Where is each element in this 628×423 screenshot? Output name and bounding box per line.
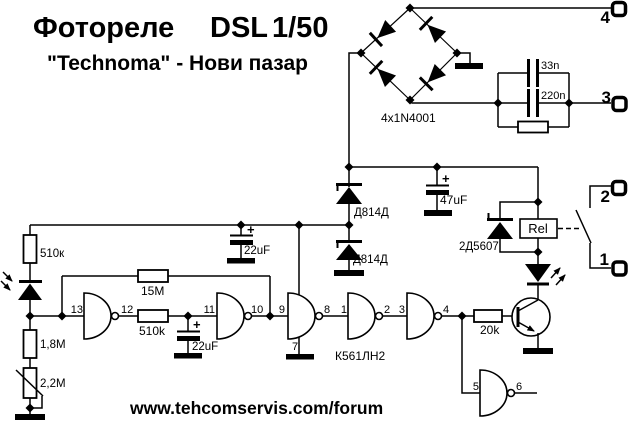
resistor-1m8-label: 1,8М xyxy=(40,339,66,351)
cap-47uf-label: 47uF xyxy=(440,193,467,207)
led-icon xyxy=(525,264,551,282)
terminal-2-ring xyxy=(610,179,628,197)
relay-driver: 2Д5607 Rel xyxy=(459,209,592,286)
trimmer-wiper xyxy=(15,369,44,397)
input-filter: 33n 220n xyxy=(517,59,565,134)
smoothing-cap-47uf: + 47uF xyxy=(424,171,467,216)
output-transistor xyxy=(511,297,553,354)
cap-22uf-supply-plus: + xyxy=(247,222,255,237)
gate6-body xyxy=(479,369,508,417)
terminal-2-label: 2 xyxy=(601,187,610,206)
cap-22uf-timing-label: 22uF xyxy=(192,341,218,353)
pin-12: 12 xyxy=(121,304,133,316)
page-subtitle: "Technoma" - Нови пазар xyxy=(47,52,308,75)
cap-47uf-ground-bar xyxy=(424,210,452,216)
ic-ground-bar xyxy=(286,354,314,360)
inverter-gates: К561ЛН2 13 12 11 10 9 8 1 2 3 4 5 6 7 xyxy=(71,292,522,417)
resistor-15m-label: 15M xyxy=(141,284,164,298)
gate1-body xyxy=(83,292,112,340)
gate5-body xyxy=(406,292,435,340)
resistor-20k xyxy=(473,309,503,323)
zener-regulator: Д814Д Д814Д xyxy=(334,183,389,276)
resistor-1m8 xyxy=(22,329,38,359)
photodiode-icon xyxy=(18,283,42,300)
bridge-rectifier: 4x1N4001 xyxy=(368,15,483,125)
pin-6: 6 xyxy=(516,381,522,393)
cap-22uf-timing-plus: + xyxy=(193,317,201,332)
timing-network: 15M 510k + 22uF + 22uF 20k xyxy=(137,222,503,359)
pin-10: 10 xyxy=(251,304,263,316)
pin-4: 4 xyxy=(443,304,449,316)
gate2-body xyxy=(216,292,245,340)
bridge-diode-top-right-icon xyxy=(418,15,447,44)
cap-22uf-supply-label: 22uF xyxy=(244,245,270,257)
terminal-1-ring xyxy=(611,260,628,277)
terminal-4-label: 4 xyxy=(601,8,611,27)
trimmer-2m2-label: 2,2М xyxy=(40,378,66,390)
zener-upper-icon xyxy=(336,187,362,204)
watermark-url: www.tehcomservis.com/forum xyxy=(129,398,383,418)
pin-3: 3 xyxy=(399,304,405,316)
resistor-20k-label: 20k xyxy=(480,323,500,337)
relay-coil-box xyxy=(519,218,558,239)
transistor-ground-bar xyxy=(523,348,553,354)
divider-ground-bar xyxy=(15,414,45,420)
pin-9: 9 xyxy=(279,304,285,316)
pin-7: 7 xyxy=(292,341,298,353)
cap-220n-label: 220n xyxy=(541,90,565,102)
pin-1: 1 xyxy=(341,304,347,316)
terminal-3-ring xyxy=(611,95,628,113)
bridge-diode-top-left-icon xyxy=(368,20,397,48)
zener-lower-label: Д814Д xyxy=(353,254,388,266)
terminals: 4 3 2 1 xyxy=(600,0,628,277)
ic-label: К561ЛН2 xyxy=(335,349,386,363)
bridge-ground-bar xyxy=(455,63,483,69)
pin-5: 5 xyxy=(473,381,479,393)
pin-2: 2 xyxy=(384,304,390,316)
gate4-body xyxy=(347,292,376,340)
pin-8: 8 xyxy=(324,304,330,316)
terminal-4-ring xyxy=(610,0,628,18)
terminal-1-label: 1 xyxy=(600,250,609,269)
resistor-510k-mid xyxy=(137,309,169,323)
resistor-510k-top-label: 510к xyxy=(40,248,65,260)
zener-upper-label: Д814Д xyxy=(354,207,389,219)
page-title-version: 1/50 xyxy=(272,12,328,44)
cap-22uf-timing-ground-bar xyxy=(174,353,202,359)
gate3-body xyxy=(287,292,316,340)
sensor-divider: 510к 1,8М 2,2М xyxy=(0,234,66,420)
page-title-device: Фотореле xyxy=(33,12,174,44)
bridge-label: 4x1N4001 xyxy=(381,111,436,125)
zener-ground-bar xyxy=(334,270,364,276)
bridge-diode-bottom-left-icon xyxy=(368,59,397,88)
relay-label: Rel xyxy=(528,221,548,236)
terminal-3-label: 3 xyxy=(602,88,611,107)
zener-lower-icon xyxy=(336,244,362,260)
cap-22uf-supply-ground-bar xyxy=(227,258,255,264)
flyback-diode-icon xyxy=(487,222,513,239)
filter-resistor xyxy=(517,120,549,134)
resistor-15m xyxy=(137,269,169,283)
resistor-510k-top xyxy=(22,234,38,264)
header: Фотореле DSL 1/50 "Technoma" - Нови паза… xyxy=(33,12,328,75)
bridge-diode-bottom-right-icon xyxy=(418,63,447,92)
resistor-510k-mid-label: 510k xyxy=(139,324,166,338)
pin-13: 13 xyxy=(71,304,83,316)
pin-11: 11 xyxy=(204,304,215,316)
switch-arm xyxy=(575,209,592,244)
flyback-diode-label: 2Д5607 xyxy=(459,241,499,253)
cap-47uf-plus: + xyxy=(442,171,450,186)
page-title-model: DSL xyxy=(210,12,268,44)
cap-33n-label: 33n xyxy=(541,60,559,72)
